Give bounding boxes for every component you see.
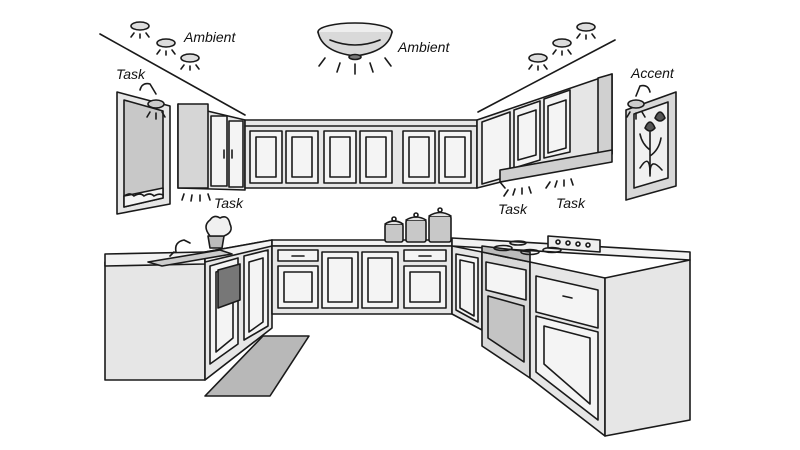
label-task-under-right-a: Task: [498, 201, 528, 217]
ceiling-dome-light: [317, 22, 393, 75]
under-cabinet-light-right-b: [545, 178, 574, 189]
base-cabinet-left-end: [104, 251, 206, 381]
base-cabinet-right-end: [529, 259, 691, 437]
recessed-light-right-2: [552, 38, 572, 56]
framed-tulip-picture: [625, 91, 677, 201]
label-ambient-center: Ambient: [398, 39, 450, 55]
storage-canisters: [384, 207, 452, 243]
accent-picture-light: [626, 84, 651, 120]
label-ambient-left: Ambient: [184, 29, 236, 45]
label-task-under-right-b: Task: [556, 195, 586, 211]
recessed-light-right-3: [528, 53, 548, 71]
recessed-light-left-2: [156, 38, 176, 56]
range-oven: [481, 235, 601, 379]
floor-mat: [204, 335, 310, 397]
label-task-window: Task: [116, 66, 146, 82]
recessed-light-right-1: [576, 22, 596, 40]
upper-cabinets-left: [177, 103, 246, 191]
label-accent: Accent: [631, 65, 674, 81]
upper-cabinets-right: [476, 73, 613, 189]
window: [116, 91, 171, 215]
window-task-light: [139, 82, 166, 120]
potted-plant: [205, 215, 232, 249]
under-cabinet-light-right-a: [503, 186, 532, 197]
sink: [147, 239, 233, 267]
ceiling-lines: [99, 33, 616, 116]
base-cabinet-left-run: [204, 239, 273, 381]
recessed-light-left-1: [130, 21, 150, 39]
under-cabinet-light-left: [181, 193, 211, 202]
upper-cabinets-back: [244, 119, 478, 189]
label-task-under-left: Task: [214, 195, 244, 211]
recessed-light-left-3: [180, 53, 200, 71]
base-cabinet-back-run: [271, 239, 453, 315]
